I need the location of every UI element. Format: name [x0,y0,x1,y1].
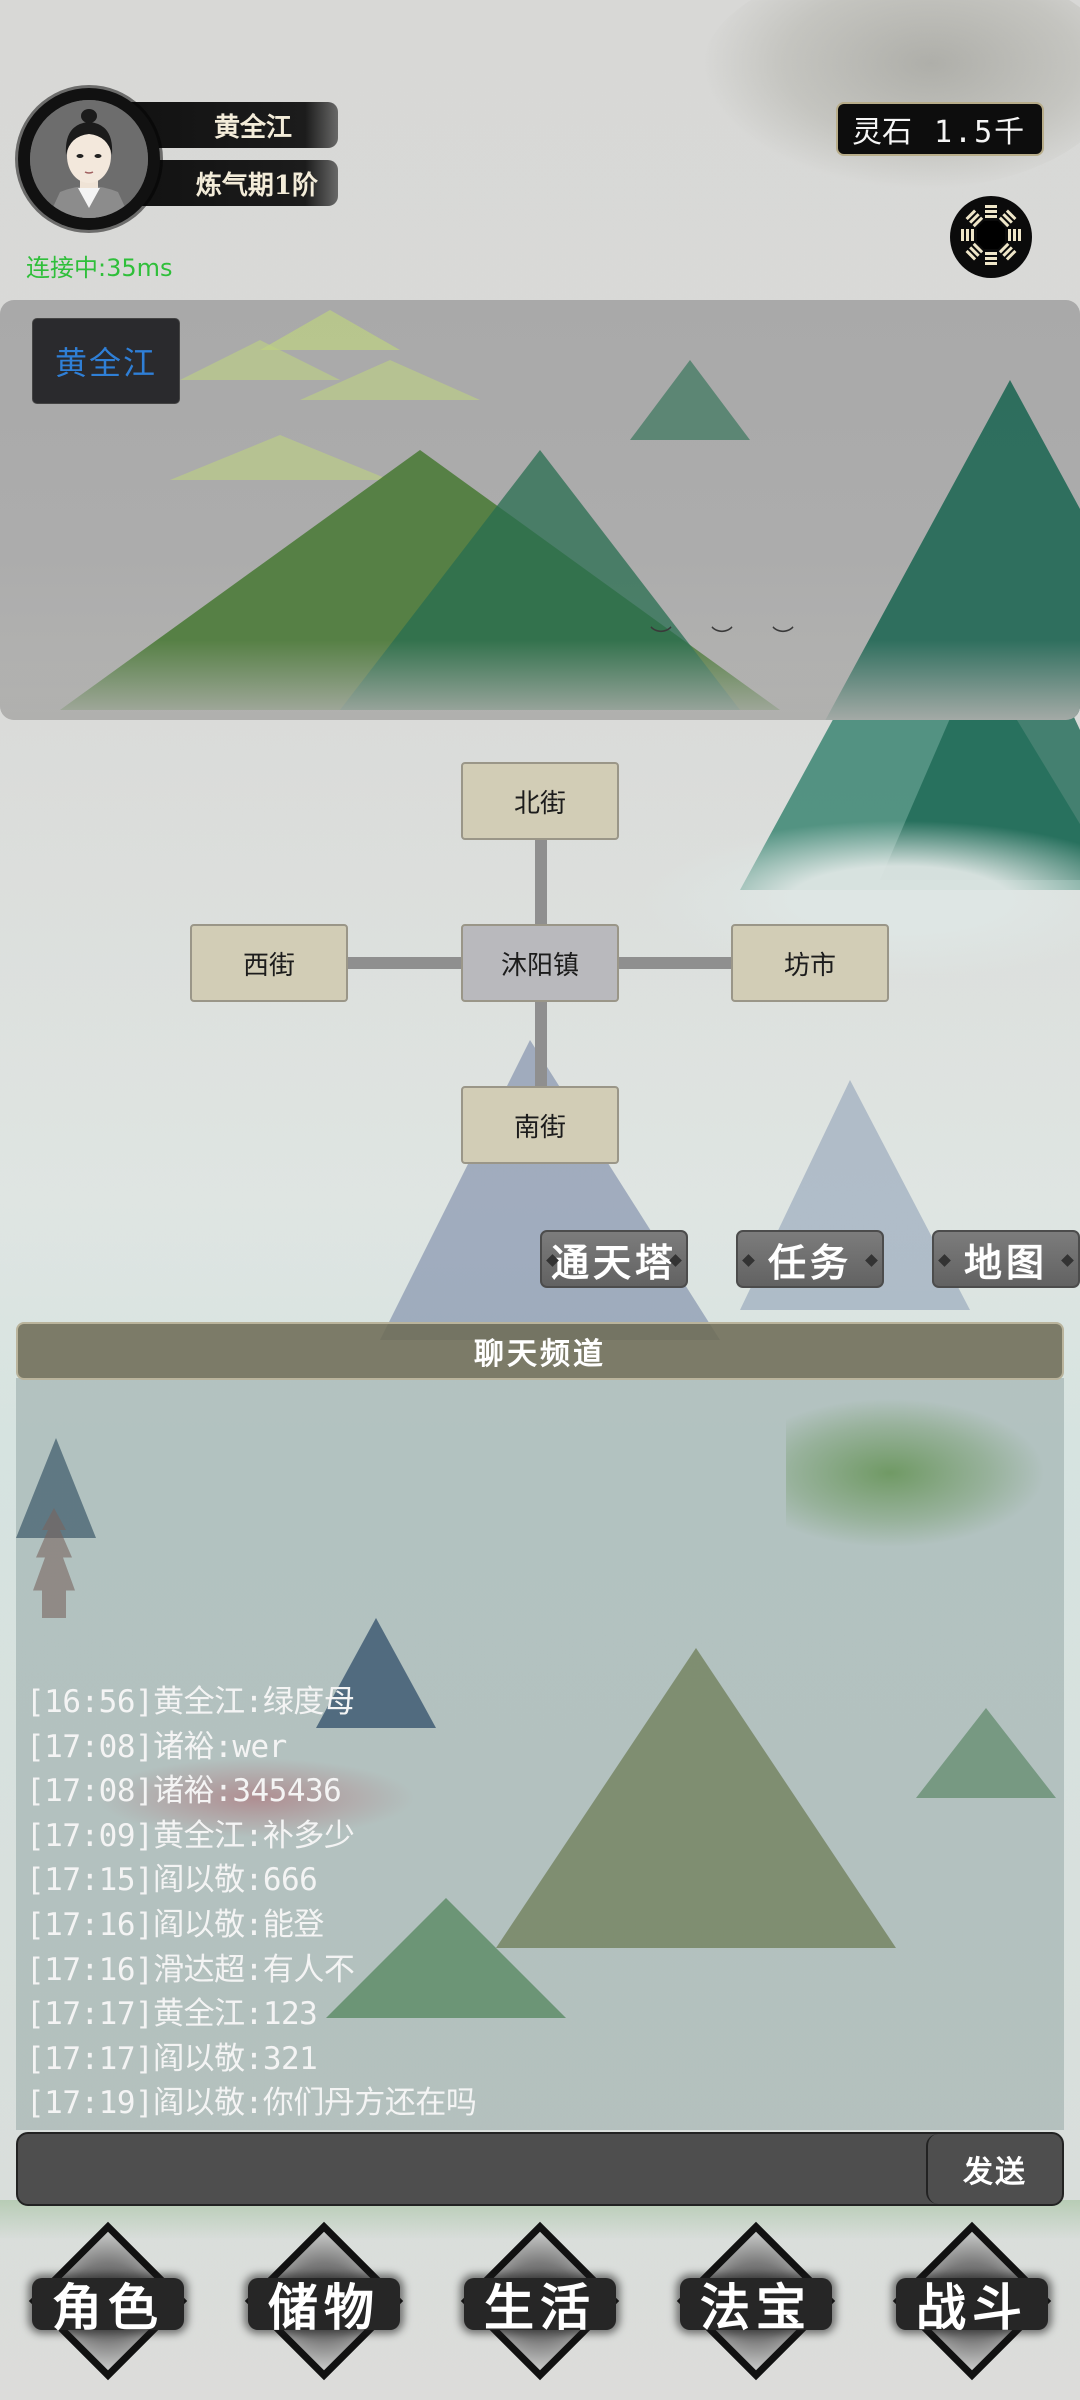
nav-battle[interactable]: 战斗 [878,2218,1066,2384]
nav-label: 战斗 [916,2278,1028,2337]
chat-message: [16:56]黄全江:绿度母 [26,1684,355,1720]
mountain-decoration [316,1618,436,1728]
map-node-south[interactable]: 南街 [461,1086,619,1164]
chat-message: [17:17]黄全江:123 [26,1996,318,2033]
chat-message: [17:15]阎以敬:666 [26,1862,318,1899]
nav-character[interactable]: 角色 [14,2218,202,2384]
scene-panel: ︶ ︶ ︶ [0,300,1080,720]
chat-message: [17:19]阎以敬:你们丹方还在吗 [26,2085,477,2122]
mountain-decoration [916,1708,1056,1798]
nav-label: 法宝 [700,2278,812,2337]
currency-value: 1.5千 [934,115,1027,150]
ink-band [680,2278,832,2330]
nav-artifact[interactable]: 法宝 [662,2218,850,2384]
settings-button[interactable] [950,196,1032,278]
chat-message: [17:09]黄全江:补多少 [26,1817,355,1854]
map-node-west[interactable]: 西街 [190,924,348,1002]
mountain-decoration [630,360,750,440]
nav-life[interactable]: 生活 [446,2218,634,2384]
chat-message: [17:16]阎以敬:能登 [26,1906,324,1943]
quest-button[interactable]: 任务 [736,1230,884,1288]
nav-storage[interactable]: 储物 [230,2218,418,2384]
blossom-decoration [96,1758,416,1838]
mist-decoration [0,640,1080,720]
chat-input-bar: 发送 [16,2132,1064,2206]
nav-label: 储物 [268,2278,380,2337]
chat-message: [17:16]滑达超:有人不 [26,1951,355,1988]
ink-band [32,2278,184,2330]
tower-button-label: 通天塔 [550,1239,677,1285]
chat-message: [17:17]阎以敬:321 [26,2040,318,2077]
chat-message: [17:08]诸裕:345436 [26,1773,342,1810]
send-button[interactable]: 发送 [926,2134,1062,2204]
ink-band [464,2278,616,2330]
connection-status: 连接中:35ms [26,254,173,282]
map-button-label: 地图 [963,1239,1048,1285]
bagua-settings-icon [958,202,1024,272]
birds-decoration: ︶ ︶ ︶ [650,626,810,651]
currency-label: 灵石 [852,115,912,150]
mountain-decoration [380,1040,720,1340]
player-portrait-icon [30,100,148,218]
mountain-decoration [326,1898,566,2018]
map-node-north[interactable]: 北街 [461,762,619,840]
chat-log: [16:56]黄全江:绿度母 [17:08]诸裕:wer [17:08]诸裕:3… [26,1680,1056,2126]
map-button[interactable]: 地图 [932,1230,1080,1288]
tower-button[interactable]: 通天塔 [540,1230,688,1288]
chat-panel [16,1378,1064,2130]
ink-cloud-decoration [700,0,1080,190]
ink-band [248,2278,400,2330]
nav-label: 生活 [484,2278,596,2337]
hill-decoration [300,360,480,400]
map-node-east[interactable]: 坊市 [731,924,889,1002]
map-node-center[interactable]: 沐阳镇 [461,924,619,1002]
spirit-stone-balance: 灵石 1.5千 [836,102,1044,156]
chat-channel-header: 聊天频道 [16,1322,1064,1380]
npc-button[interactable]: 黄全江 [32,318,180,404]
trees-decoration [786,1398,1046,1548]
chat-message: [17:08]诸裕:wer [26,1728,287,1765]
ink-band [896,2278,1048,2330]
nav-label: 角色 [52,2278,164,2337]
quest-button-label: 任务 [767,1239,852,1285]
chat-input[interactable] [18,2134,930,2204]
avatar[interactable] [18,88,160,230]
